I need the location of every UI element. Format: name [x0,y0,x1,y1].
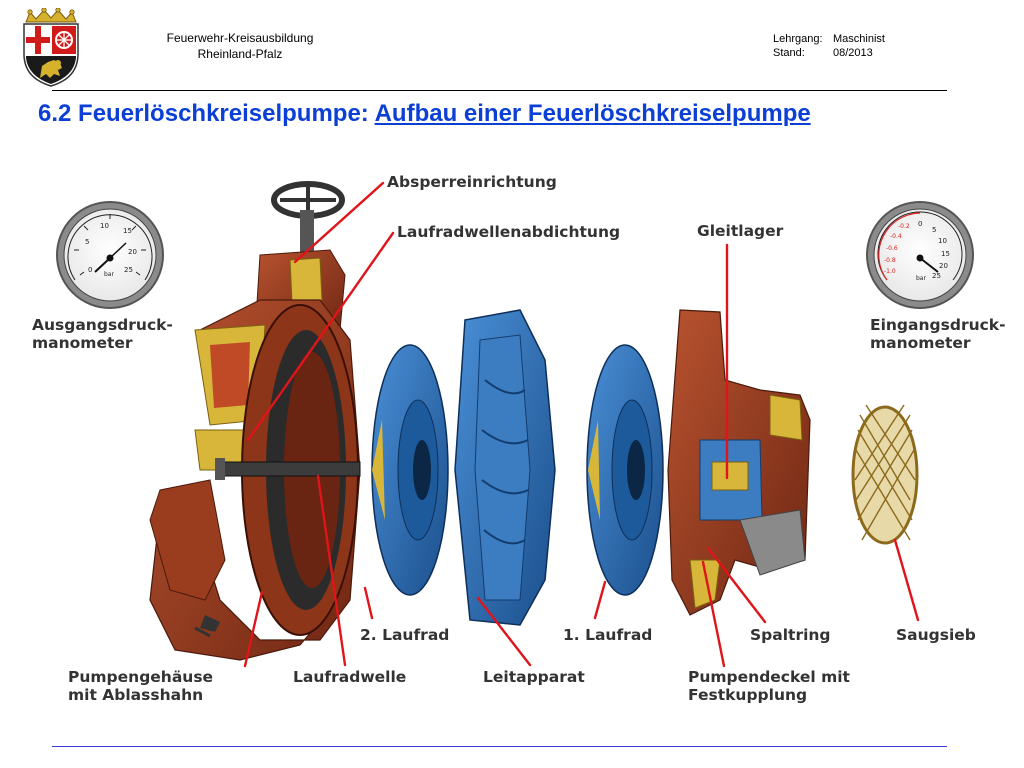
pump-exploded-view: 0 5 10 15 20 25 bar -1.0 -0.8 -0.6 -0.4 … [56,181,974,668]
label-eingang-line2: manometer [870,334,971,352]
right-gauge-tick-10: 10 [938,237,947,245]
first-impeller [586,344,664,596]
title-prefix: 6.2 Feuerlöschkreiselpumpe: [38,100,375,127]
left-gauge-tick-25: 25 [124,266,133,274]
right-gauge-tick-m02: -0.2 [898,223,910,230]
coat-of-arms-logo [23,8,79,87]
right-gauge-tick-m08: -0.8 [884,257,896,264]
left-gauge-tick-5: 5 [85,238,89,246]
title-main: Aufbau einer Feuerlöschkreiselpumpe [374,100,811,127]
label-eingangsdruckmanometer: Eingangsdruck- manometer [870,316,1006,352]
label-pumpendeckel: Pumpendeckel mit Festkupplung [688,668,850,704]
label-ausgangsdruckmanometer: Ausgangsdruck- manometer [32,316,173,352]
label-absperreinrichtung: Absperreinrichtung [387,173,557,191]
organization-line1: Feuerwehr-Kreisausbildung [166,31,314,45]
right-gauge-tick-25: 25 [932,272,941,280]
left-gauge-tick-20: 20 [128,248,137,256]
left-gauge-tick-0: 0 [88,266,92,274]
diffuser [454,309,556,626]
label-laufrad-1: 1. Laufrad [563,626,653,644]
label-laufradwelle: Laufradwelle [293,668,407,686]
status-label: Stand: [773,47,805,59]
leader-lines [243,181,920,668]
output-pressure-gauge: 0 5 10 15 20 25 bar [56,201,164,309]
right-gauge-tick-m04: -0.4 [890,233,902,240]
pump-housing [149,181,361,661]
course-value: Maschinist [833,33,885,45]
status-value: 08/2013 [833,47,873,59]
right-gauge-tick-0: 0 [918,220,922,228]
label-deckel-line2: Festkupplung [688,686,808,704]
slide-title: 6.2 Feuerlöschkreiselpumpe: Aufbau einer… [38,100,811,128]
label-ausgang-line2: manometer [32,334,133,352]
pump-cover [667,309,811,616]
label-deckel-line1: Pumpendeckel mit [688,668,850,686]
right-gauge-tick-15: 15 [941,250,950,258]
organization-line2: Rheinland-Pfalz [197,47,283,61]
right-gauge-tick-m10: -1.0 [884,268,896,275]
label-laufrad-2: 2. Laufrad [360,626,450,644]
left-gauge-tick-15: 15 [123,227,132,235]
input-pressure-gauge: -1.0 -0.8 -0.6 -0.4 -0.2 0 5 10 15 20 25… [866,201,974,309]
suction-strainer [851,404,919,545]
footer-divider [52,746,947,747]
course-label: Lehrgang: [773,33,823,45]
right-gauge-tick-5: 5 [932,226,936,234]
left-gauge-unit: bar [104,271,114,278]
right-gauge-tick-m06: -0.6 [886,245,898,252]
label-saugsieb: Saugsieb [896,626,976,644]
label-gehaeuse-line2: mit Ablasshahn [68,686,204,704]
header-divider [52,90,947,91]
label-leitapparat: Leitapparat [483,668,585,686]
label-ausgang-line1: Ausgangsdruck- [32,316,173,334]
label-gehaeuse-line1: Pumpengehäuse [68,668,214,686]
label-eingang-line1: Eingangsdruck- [870,316,1006,334]
label-pumpengehaeuse: Pumpengehäuse mit Ablasshahn [68,668,213,704]
label-laufradwellenabdichtung: Laufradwellenabdichtung [397,223,621,241]
course-info: Lehrgang: Maschinist Stand: 08/2013 [773,32,885,60]
organization-header: Feuerwehr-Kreisausbildung Rheinland-Pfal… [130,30,350,62]
second-impeller [371,344,449,596]
label-spaltring: Spaltring [750,626,831,644]
right-gauge-tick-20: 20 [939,262,948,270]
label-gleitlager: Gleitlager [697,222,784,240]
right-gauge-unit: bar [916,275,926,282]
left-gauge-tick-10: 10 [100,222,109,230]
